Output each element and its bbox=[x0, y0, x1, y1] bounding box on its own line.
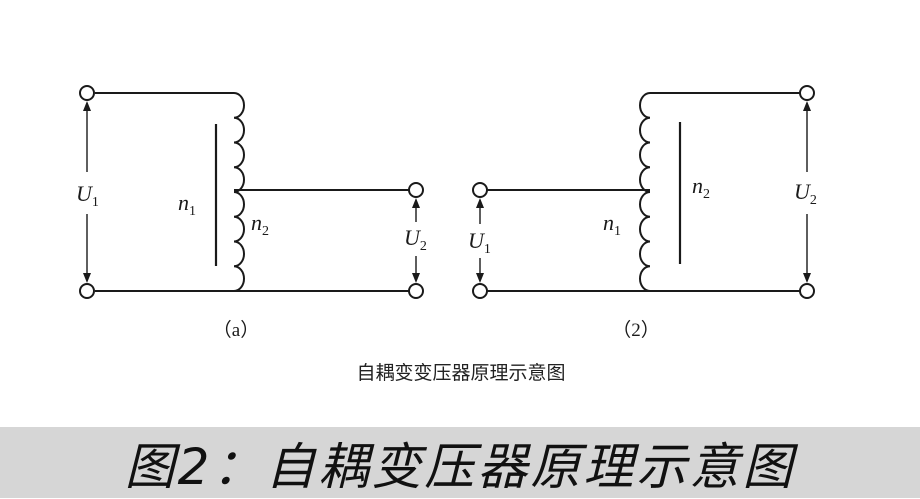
label-n2-left: n2 bbox=[251, 210, 269, 239]
label-n1-left: n1 bbox=[178, 190, 196, 219]
voltage-arrow-u1-right bbox=[476, 198, 484, 283]
diagram-subtitle: 自耦变变压器原理示意图 bbox=[356, 362, 565, 384]
voltage-arrow-u1-left bbox=[83, 101, 91, 283]
terminal-input-bottom-right bbox=[472, 283, 488, 299]
panel-a: U1 U2 n1 n2 （a） bbox=[76, 85, 427, 341]
panel-2: U2 U1 n1 n2 （2） bbox=[468, 85, 817, 341]
autotransformer-diagram: U1 U2 n1 n2 （a） bbox=[76, 85, 817, 384]
terminal-input-top-right bbox=[472, 182, 488, 198]
coil-winding-right bbox=[639, 92, 651, 292]
label-u2-left: U2 bbox=[404, 225, 427, 254]
terminal-output-top-left bbox=[408, 182, 424, 198]
figure-caption: 图2：自耦变压器原理示意图 bbox=[124, 437, 796, 496]
terminal-input-top-left bbox=[79, 85, 95, 101]
voltage-arrow-u2-right bbox=[803, 101, 811, 283]
caption-band: 图2：自耦变压器原理示意图 bbox=[0, 427, 920, 498]
label-u1-left: U1 bbox=[76, 181, 99, 210]
label-u2-right: U2 bbox=[794, 179, 817, 208]
panel-label-2: （2） bbox=[612, 319, 660, 341]
terminal-output-top-right bbox=[799, 85, 815, 101]
panel-label-a: （a） bbox=[213, 319, 259, 341]
terminal-input-bottom-left bbox=[79, 283, 95, 299]
terminal-output-bottom-right bbox=[799, 283, 815, 299]
label-n2-right: n2 bbox=[692, 173, 710, 202]
voltage-arrow-u2-left bbox=[412, 198, 420, 283]
terminal-output-bottom-left bbox=[408, 283, 424, 299]
coil-winding-left bbox=[233, 92, 245, 292]
label-u1-right: U1 bbox=[468, 228, 491, 257]
label-n1-right: n1 bbox=[603, 210, 621, 239]
